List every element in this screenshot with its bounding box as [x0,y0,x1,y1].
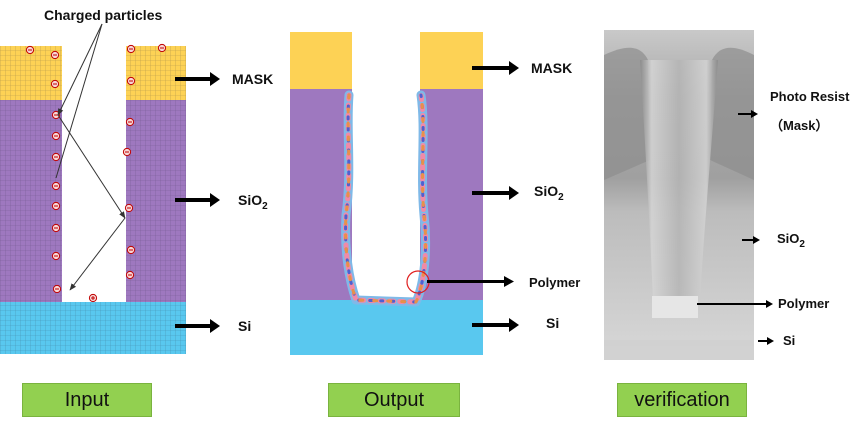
particle-negative [126,245,136,255]
output-sio2-left [290,89,352,300]
particle-trajectories [55,23,126,291]
verification-si-label: Si [783,333,795,348]
particle-negative [157,43,167,53]
particle-negative [124,203,134,213]
input-sio2-arrow [175,193,220,207]
verification-si-arrow [758,337,774,345]
verification-panel: Photo Resist （Mask） SiO2 Polymer Si [604,30,850,360]
particle-negative [51,201,61,211]
particle-negative [50,79,60,89]
charged-particles [25,43,167,303]
photo-resist-arrow [738,110,758,118]
particle-negative [25,45,35,55]
particle-negative [125,117,135,127]
photo-resist-label: Photo Resist [770,89,850,104]
input-mask-label: MASK [232,71,273,87]
output-sio2-arrow [472,186,519,200]
particle-negative [122,147,132,157]
verification-sio2-label: SiO2 [777,231,805,250]
input-panel: Charged particles MASK SiO2 Si [0,7,273,354]
mask-sub-label: （Mask） [770,118,829,133]
verification-sio2-arrow [742,236,760,244]
particle-negative [52,284,62,294]
input-si-arrow [175,319,220,333]
output-si-label: Si [546,315,559,331]
polymer-layer [341,90,431,307]
output-panel: MASK SiO2 Polymer Si [290,32,580,355]
particle-negative [51,181,61,191]
verification-polymer-label: Polymer [778,296,829,311]
particle-negative [50,50,60,60]
particle-negative [51,223,61,233]
input-si-label: Si [238,318,251,334]
sem-trench [640,60,718,300]
output-mask-left [290,32,352,89]
particle-negative [126,76,136,86]
output-sio2-label: SiO2 [534,183,564,203]
charged-particles-title: Charged particles [44,7,162,23]
particle-negative [126,44,136,54]
verification-polymer-arrow [697,300,773,308]
sem-polymer [652,296,698,318]
output-si-arrow [472,318,519,332]
input-caption: Input [22,383,152,417]
particle-negative [51,152,61,162]
input-mask-arrow [175,72,220,86]
output-mask-label: MASK [531,60,572,76]
particle-negative [51,251,61,261]
output-polymer-arrow [427,276,514,287]
output-polymer-label: Polymer [529,275,580,290]
particle-negative [51,131,61,141]
input-sio2-label: SiO2 [238,192,268,212]
particle-negative [125,270,135,280]
output-mask-arrow [472,61,519,75]
particle-positive [88,293,98,303]
output-caption: Output [328,383,460,417]
output-mask-right [420,32,483,89]
verification-caption: verification [617,383,747,417]
output-si-layer [290,300,483,355]
